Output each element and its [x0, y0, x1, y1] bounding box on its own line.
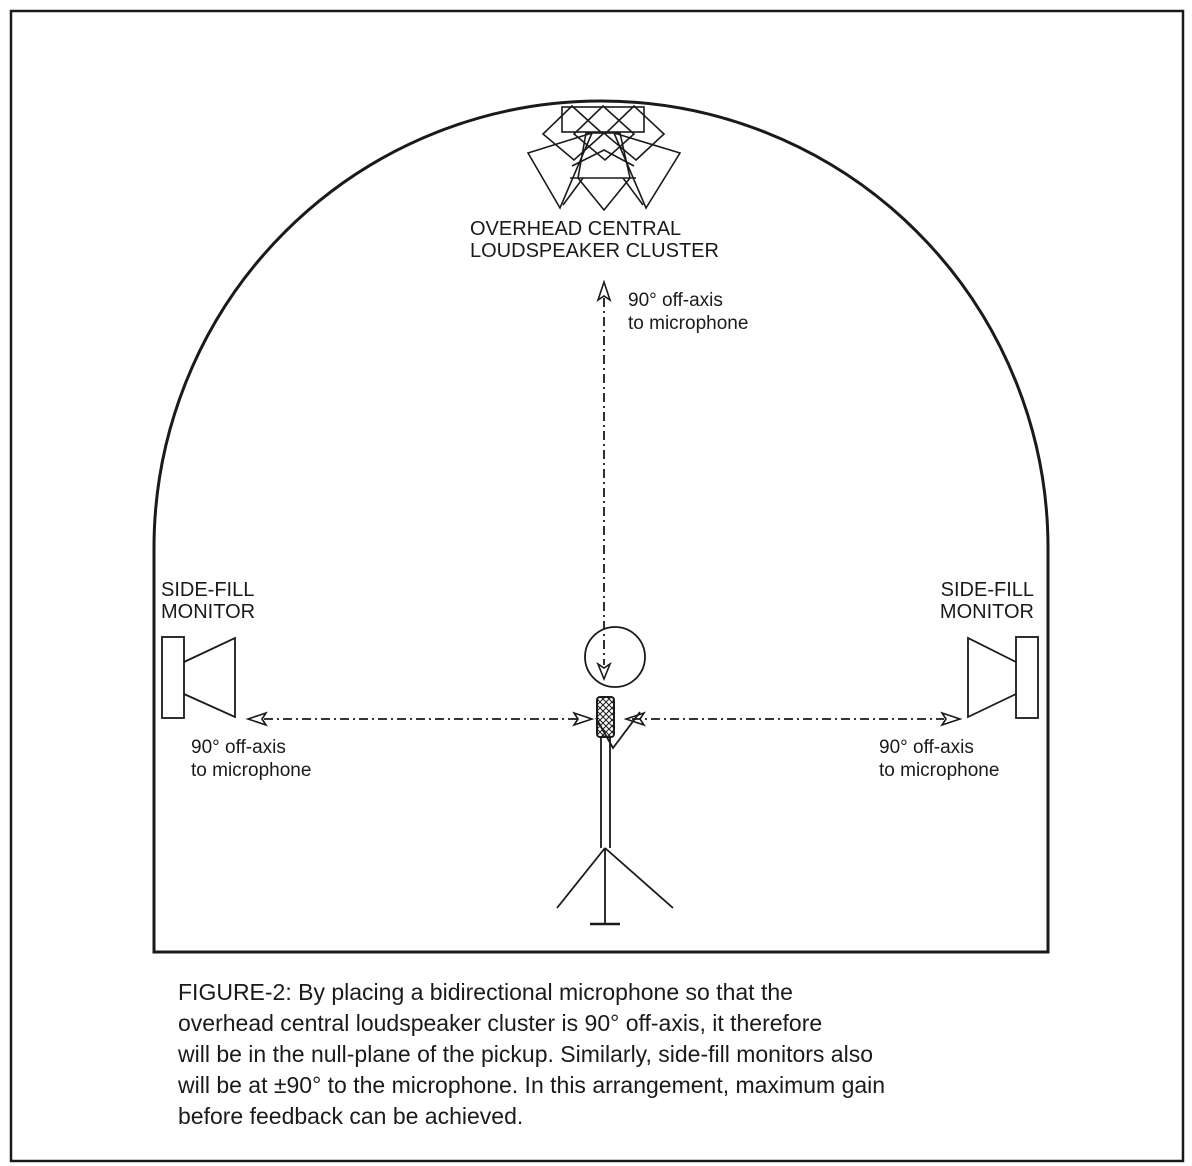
caption-line: before feedback can be achieved.	[178, 1101, 1078, 1132]
left-outer-arrow-icon	[248, 713, 266, 725]
left-axis-label-line2: to microphone	[191, 760, 311, 781]
down-arrow-icon	[598, 664, 610, 679]
caption-line: overhead central loudspeaker cluster is …	[178, 1008, 1078, 1039]
right-monitor-label-line1: SIDE-FILL	[941, 579, 1034, 601]
right-outer-arrow-icon	[942, 713, 960, 725]
right-axis-label-line2: to microphone	[879, 760, 999, 781]
overhead-label-line2: LOUDSPEAKER CLUSTER	[470, 240, 719, 262]
figure-caption: FIGURE-2: By placing a bidirectional mic…	[178, 977, 1078, 1132]
top-axis-label-line2: to microphone	[628, 313, 748, 334]
caption-line: will be at ±90° to the microphone. In th…	[178, 1070, 1078, 1101]
right-monitor-label-line2: MONITOR	[940, 601, 1034, 623]
left-monitor-label-line1: SIDE-FILL	[161, 579, 254, 601]
overhead-label-line1: OVERHEAD CENTRAL	[470, 218, 681, 240]
top-axis-label-line1: 90° off-axis	[628, 290, 723, 311]
caption-line: will be in the null-plane of the pickup.…	[178, 1039, 1078, 1070]
left-monitor-label-line2: MONITOR	[161, 601, 255, 623]
right-axis-label-line1: 90° off-axis	[879, 737, 974, 758]
overhead-loudspeaker-cluster	[528, 106, 680, 210]
head-circle	[585, 627, 645, 687]
right-monitor-speaker	[968, 637, 1038, 718]
left-axis-label-line1: 90° off-axis	[191, 737, 286, 758]
top-arrow-icon	[598, 282, 610, 300]
left-monitor-speaker	[162, 637, 235, 718]
performer-figure	[557, 627, 673, 924]
microphone-icon	[597, 697, 614, 737]
caption-line: FIGURE-2: By placing a bidirectional mic…	[178, 977, 1078, 1008]
